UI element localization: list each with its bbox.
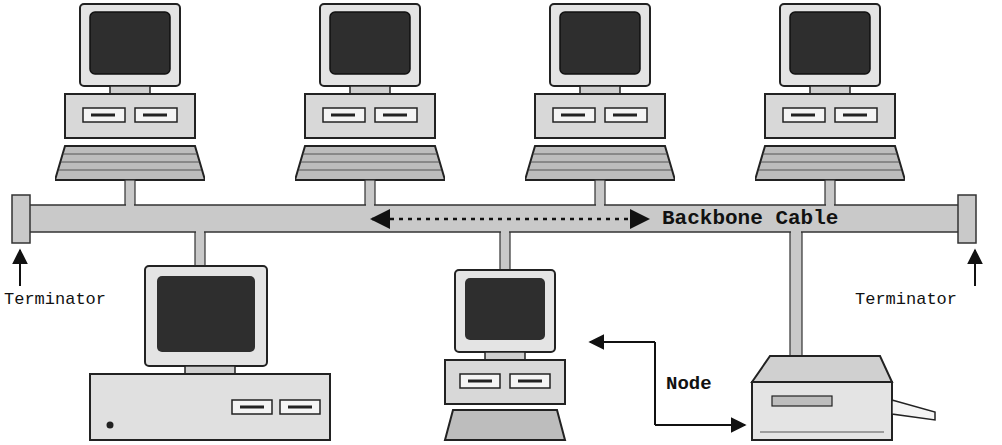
- cable-label: Backbone Cable: [662, 207, 838, 231]
- terminator-label: Terminator: [855, 290, 957, 310]
- terminator-label: Terminator: [4, 290, 106, 310]
- node-label: Node: [666, 374, 712, 396]
